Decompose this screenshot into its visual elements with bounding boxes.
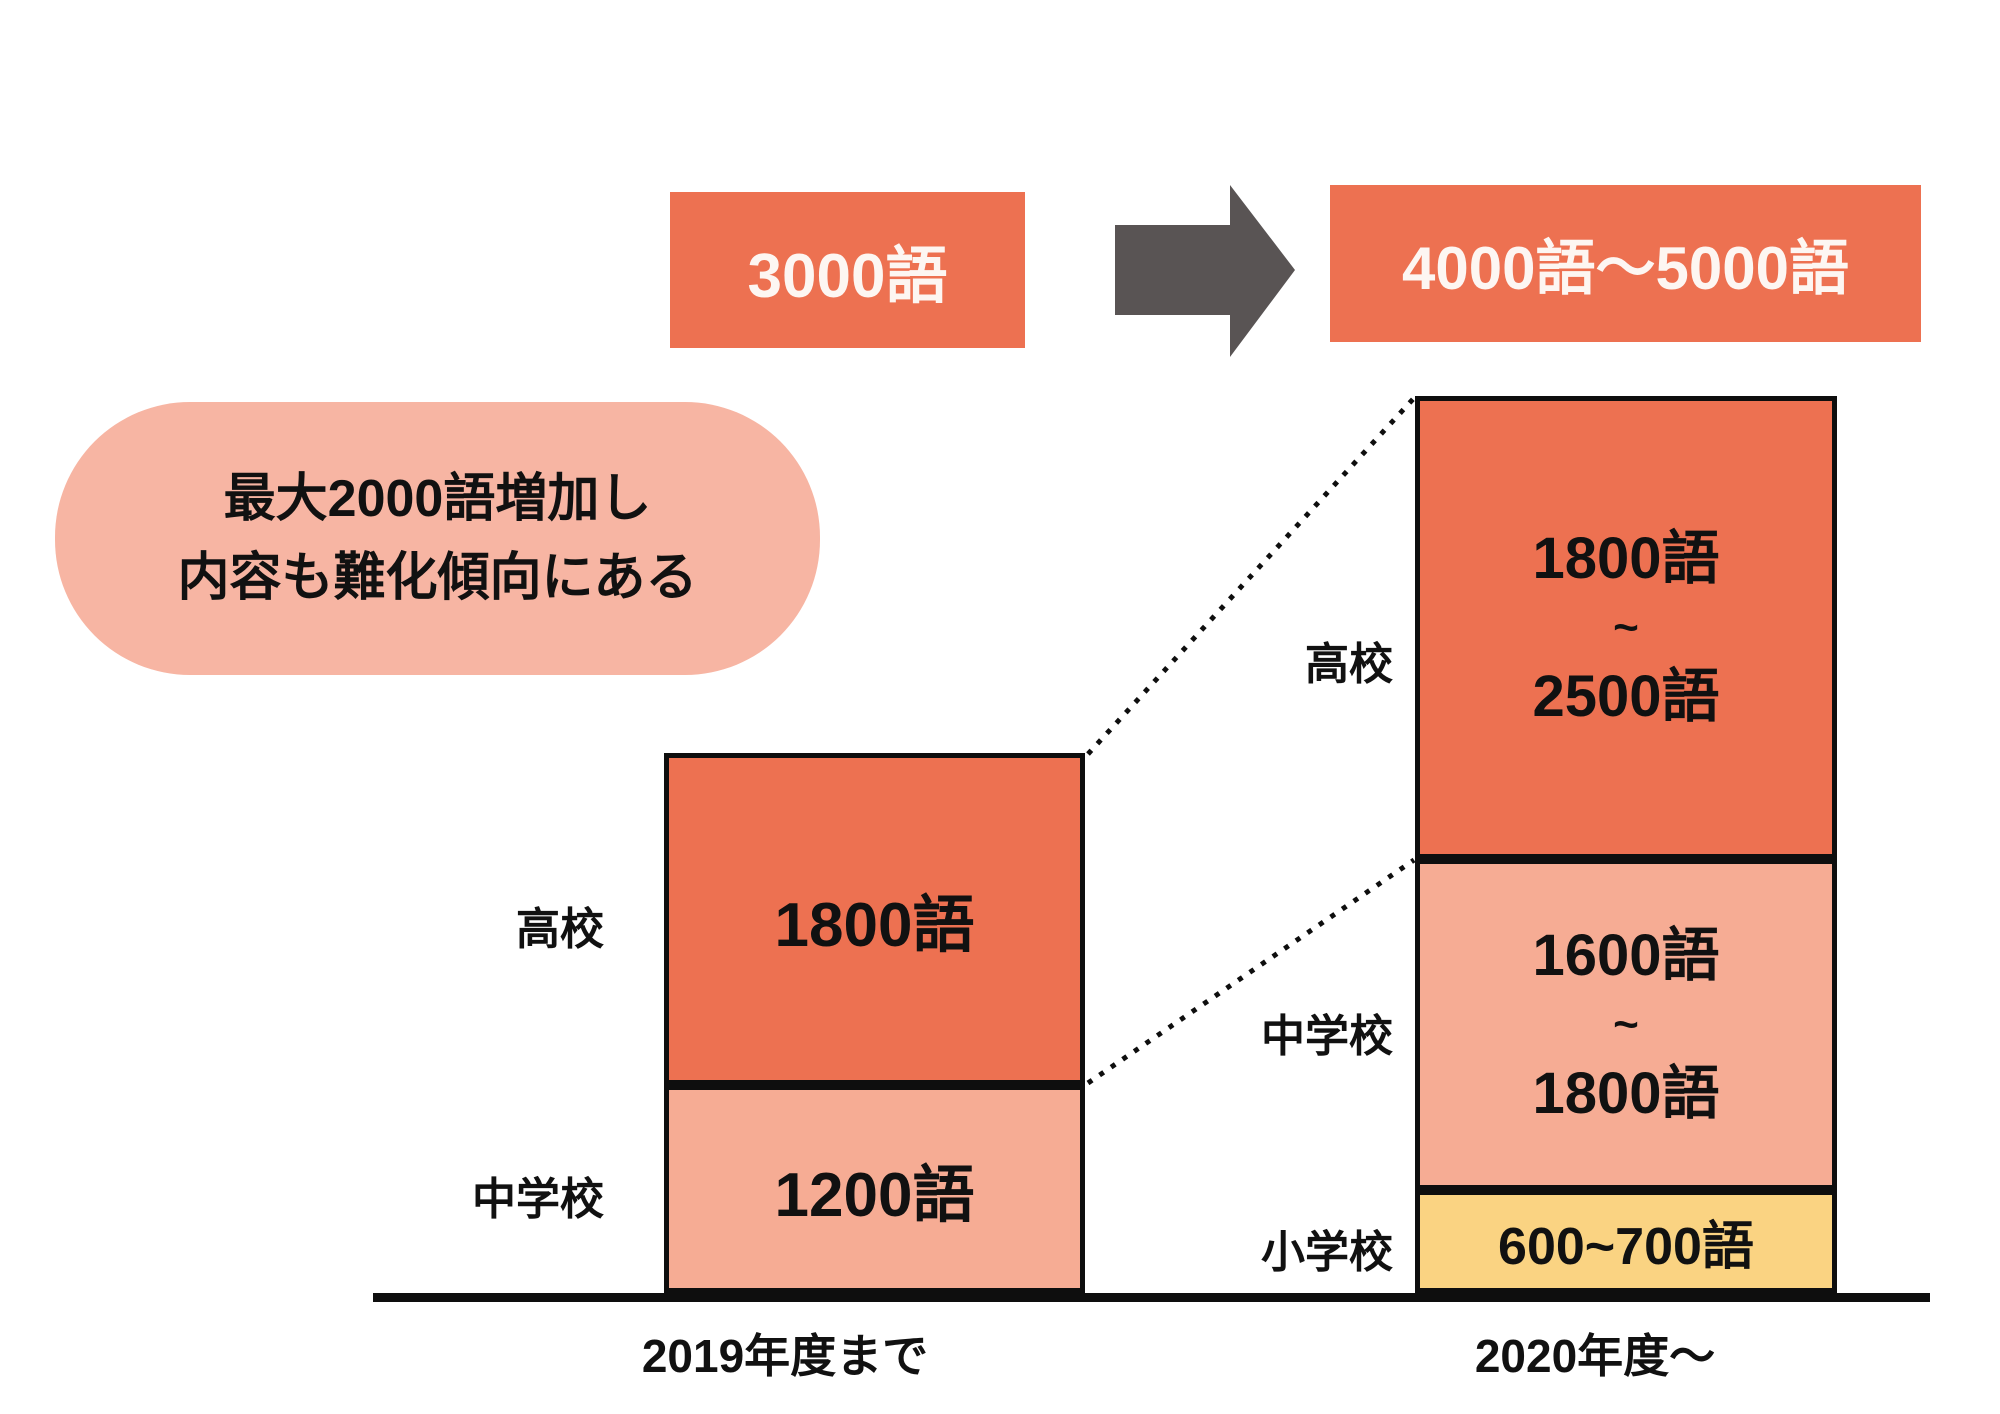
right-arrow-icon xyxy=(1115,185,1295,357)
total-before-box: 3000語 xyxy=(670,192,1025,348)
axis-label-2020: 2020年度〜 xyxy=(1474,1330,1716,1382)
label-2019-chuugakkou: 中学校 xyxy=(472,1175,604,1224)
bar-2020-chuugakkou-value-tilde: ~ xyxy=(1613,999,1639,1049)
total-after-box: 4000語〜5000語 xyxy=(1330,185,1921,342)
callout-line2: 内容も難化傾向にある xyxy=(177,548,698,607)
bar-2019-chuugakkou-segment: 1200語 xyxy=(664,1085,1085,1293)
callout-bubble: 最大2000語増加し 内容も難化傾向にある xyxy=(55,402,820,675)
label-2020-shougakkou: 小学校 xyxy=(1261,1228,1393,1277)
bar-2020-koukou-value-bottom: 2500語 xyxy=(1532,663,1720,729)
bar-2019-chuugakkou-value: 1200語 xyxy=(774,1161,975,1230)
bar-2020-koukou-segment: 1800語 ~ 2500語 xyxy=(1415,396,1837,859)
callout-line1: 最大2000語増加し xyxy=(223,469,652,528)
bar-2020-koukou-value-top: 1800語 xyxy=(1532,525,1720,591)
bar-2020-shougakkou-value: 600~700語 xyxy=(1498,1218,1754,1276)
bar-2020-shougakkou-segment: 600~700語 xyxy=(1415,1190,1837,1293)
label-2020-chuugakkou: 中学校 xyxy=(1261,1012,1393,1061)
bar-2019-koukou-segment: 1800語 xyxy=(664,753,1085,1085)
label-2020-koukou: 高校 xyxy=(1305,640,1393,689)
bar-2020-koukou-value-tilde: ~ xyxy=(1613,602,1639,652)
bar-2020-chuugakkou-segment: 1600語 ~ 1800語 xyxy=(1415,859,1837,1190)
bar-2020-chuugakkou-value-bottom: 1800語 xyxy=(1532,1060,1720,1126)
bar-2020-chuugakkou-value-top: 1600語 xyxy=(1532,922,1720,988)
total-before-label: 3000語 xyxy=(747,242,948,311)
axis-label-2019: 2019年度まで xyxy=(641,1330,929,1382)
bar-2019-koukou-value: 1800語 xyxy=(774,891,975,960)
x-axis-baseline xyxy=(373,1293,1930,1302)
total-after-label: 4000語〜5000語 xyxy=(1402,235,1849,302)
label-2019-koukou: 高校 xyxy=(516,905,604,954)
